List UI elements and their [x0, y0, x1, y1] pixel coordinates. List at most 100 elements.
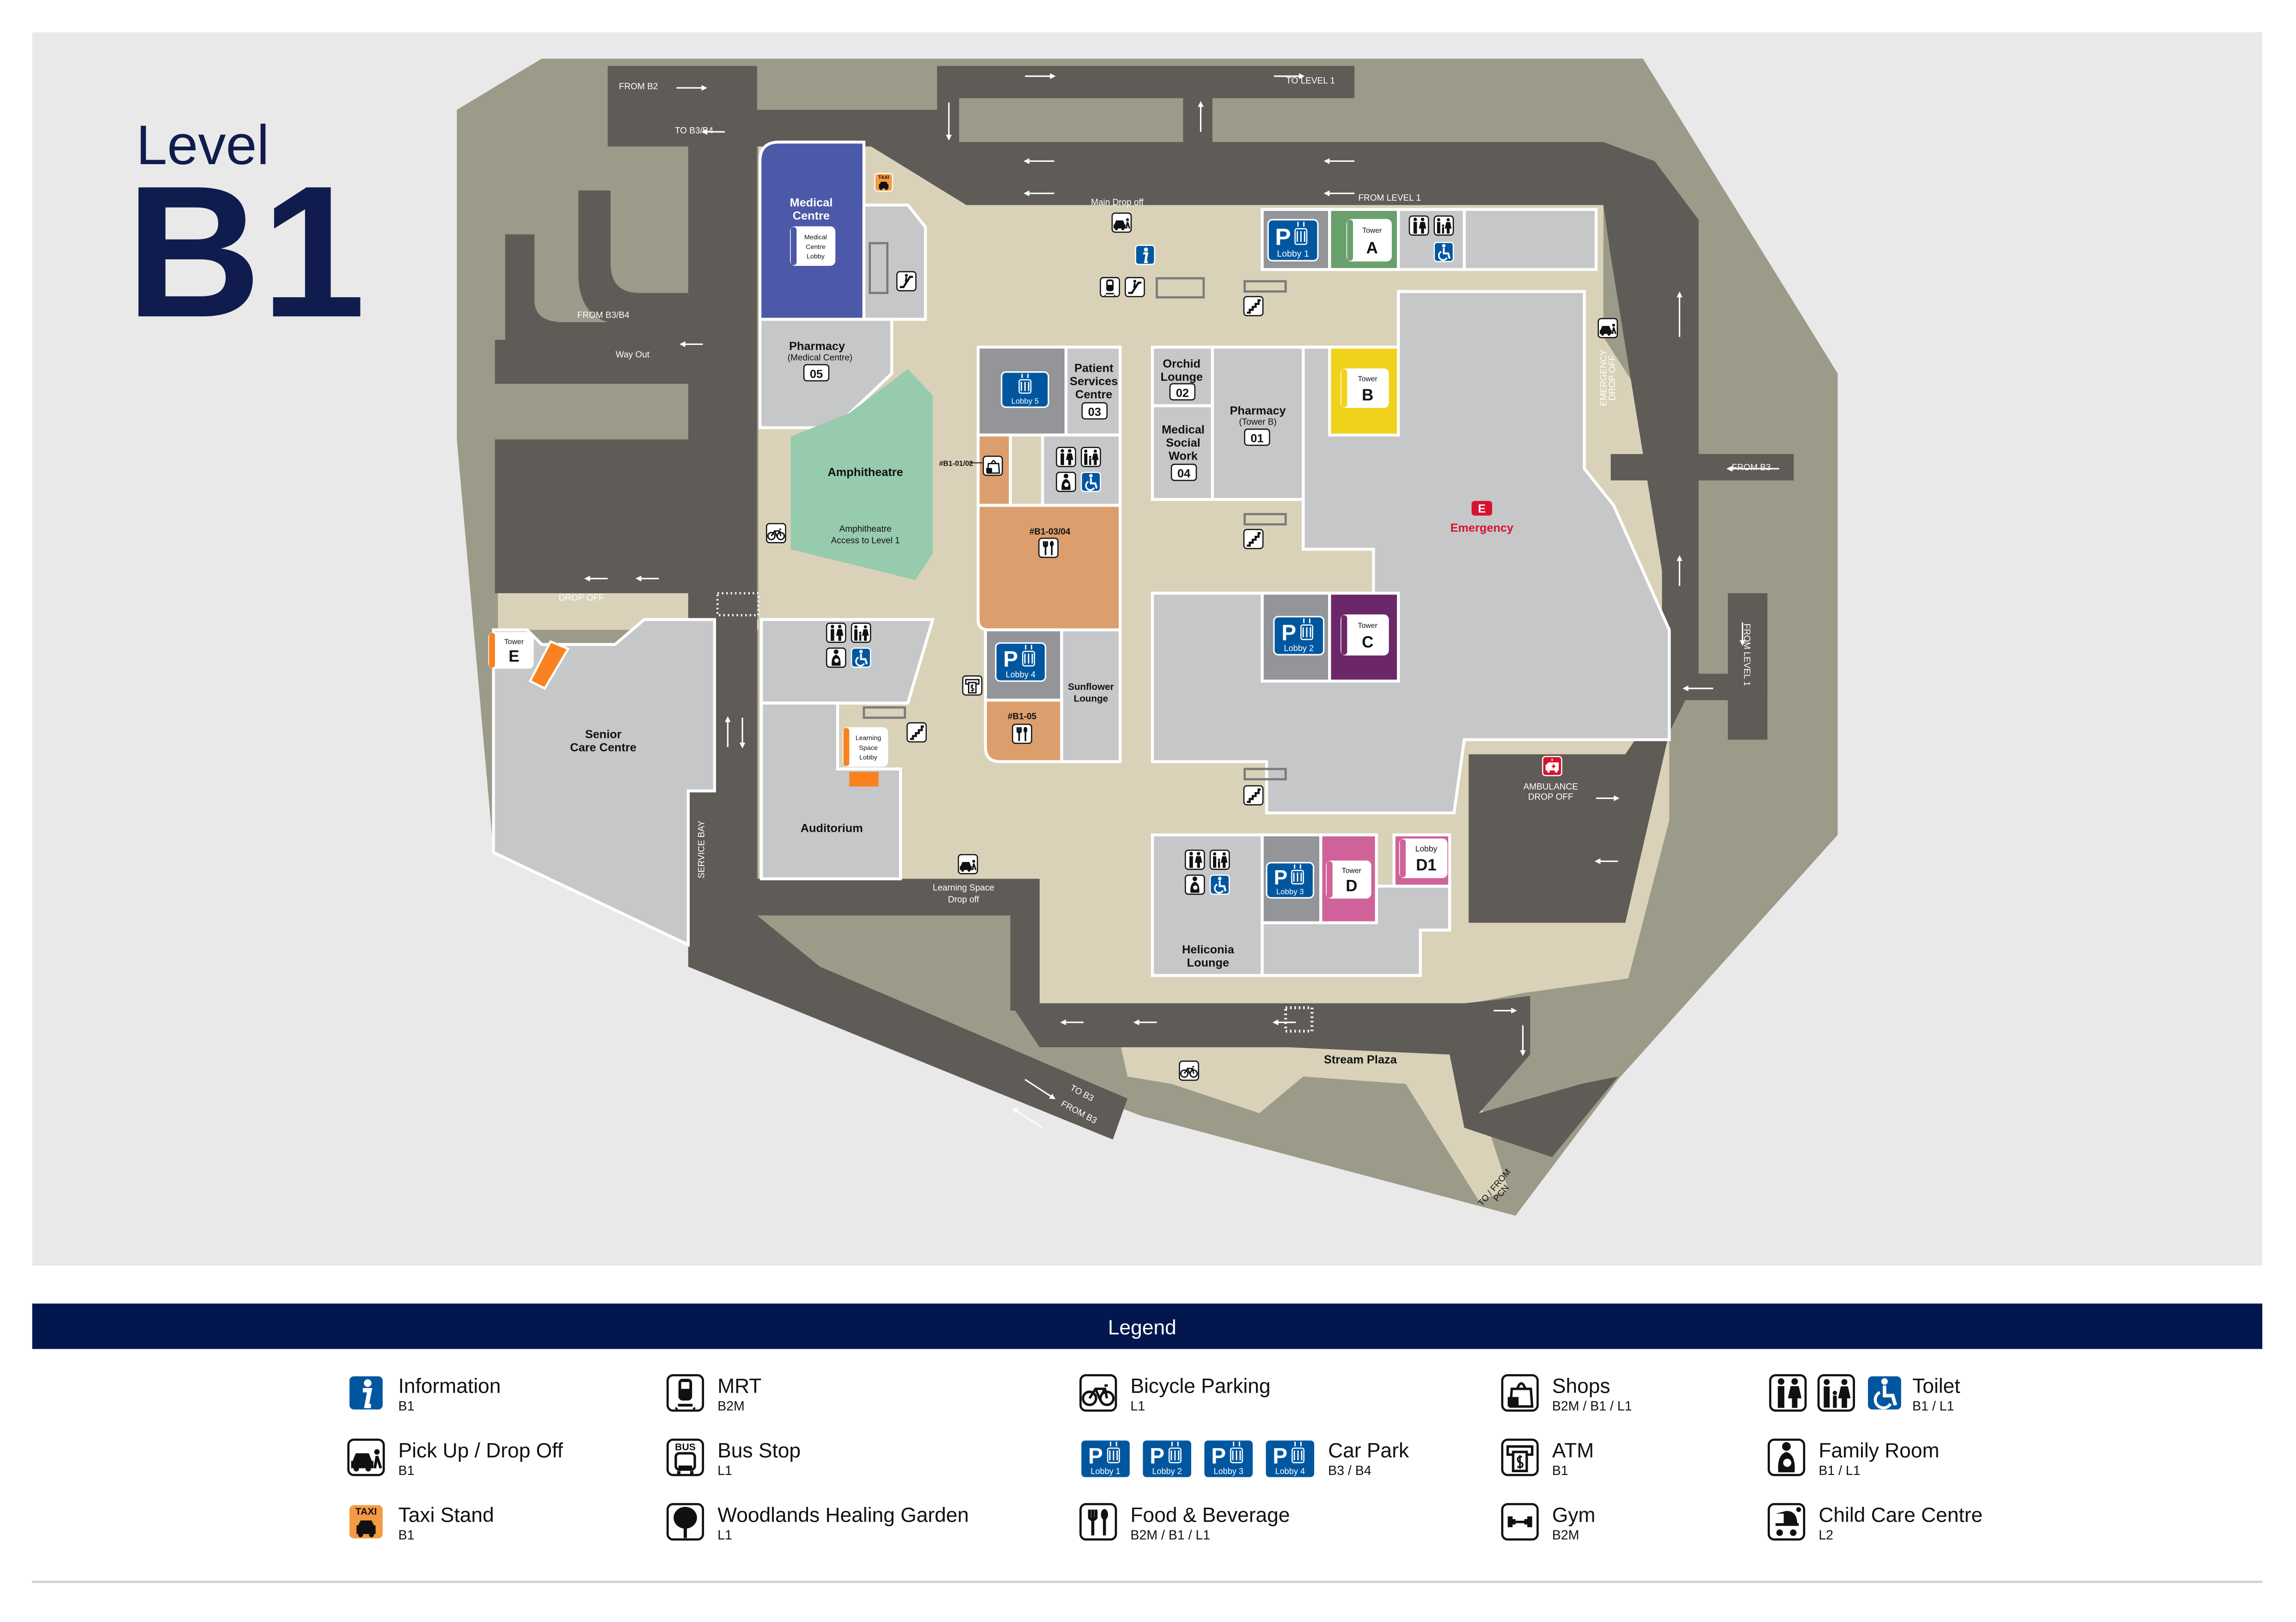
pickup-dropoff-icon: [1598, 318, 1618, 338]
legend-item-levels: B2M / B1 / L1: [1130, 1528, 1210, 1542]
legend-item-levels: B3 / B4: [1328, 1463, 1371, 1478]
tower-letter: C: [1362, 633, 1373, 651]
legend-item-name: MRT: [717, 1375, 761, 1398]
label-pharmacy-medical: Pharmacy(Medical Centre): [788, 340, 852, 362]
lobby-label: Lobby 5: [1011, 397, 1039, 406]
legend-header-bar: [32, 1303, 2263, 1349]
label-to-level1: TO LEVEL 1: [1286, 76, 1335, 86]
legend-item-levels: B2M: [1552, 1528, 1580, 1542]
legend-item-name: Pick Up / Drop Off: [398, 1439, 563, 1462]
legend-item-levels: B2M / B1 / L1: [1552, 1399, 1632, 1414]
legend-item-levels: B1: [398, 1528, 415, 1542]
pickup-dropoff-icon: [347, 1438, 385, 1476]
bicycle-icon: [1179, 1060, 1200, 1081]
lobby-label: Lobby 3: [1213, 1467, 1243, 1476]
label-unit-b1-05: #B1-05: [1008, 712, 1037, 721]
label-auditorium: Auditorium: [801, 822, 863, 835]
bus-icon: BUS: [666, 1438, 704, 1476]
road-arrow: [1024, 1079, 1056, 1100]
road-arrow: [1012, 1108, 1043, 1129]
label-drop-off: DROP OFF: [559, 593, 604, 603]
parking-letter: P: [1275, 223, 1291, 250]
legend-item-name: Shops: [1552, 1375, 1610, 1398]
legend-item-name: Gym: [1552, 1504, 1596, 1526]
map-icons: TAXI E: [766, 173, 1618, 1081]
mrt-icon: [666, 1374, 704, 1412]
parking-letter: P: [1150, 1444, 1164, 1468]
lift-icon: [1230, 1442, 1243, 1463]
label-from-level1-right: FROM LEVEL 1: [1742, 623, 1751, 686]
legend-title: Legend: [1108, 1316, 1176, 1339]
room-numbers: 05 03 02 04 01: [803, 364, 1270, 481]
legend-item-levels: B1: [398, 1399, 415, 1414]
stroller-icon: [1768, 1503, 1806, 1541]
parking-letter: P: [1281, 621, 1296, 645]
nursing-room-icon: [1185, 874, 1205, 895]
label-unit-b1-0102: #B1-01/02: [939, 460, 974, 467]
legend-item-name: Toilet: [1912, 1375, 1960, 1398]
family-toilet-icon: [851, 622, 871, 643]
tower-word: Tower: [504, 638, 524, 646]
level-code: B1: [126, 147, 365, 356]
label-main-dropoff: Main Drop off: [1091, 198, 1144, 208]
lobby-word: Lobby: [807, 253, 825, 260]
atm-icon: [1501, 1438, 1539, 1476]
lift-icon: [1107, 1442, 1120, 1463]
label-way-out: Way Out: [616, 350, 650, 360]
road-arrows: [584, 73, 1779, 1129]
legend-item-levels: L1: [1130, 1399, 1145, 1414]
label-stream-plaza: Stream Plaza: [1324, 1053, 1397, 1066]
toilet-icon: [1769, 1374, 1807, 1412]
label-from-b3b4: FROM B3/B4: [577, 310, 630, 320]
emergency-badge: E: [1471, 501, 1492, 516]
label-from-level1-top: FROM LEVEL 1: [1358, 193, 1421, 203]
nursing-room-icon: [1056, 472, 1076, 492]
lift-icon: [1022, 645, 1035, 667]
legend-item-levels: B1: [1552, 1463, 1568, 1478]
escalator-icon: [896, 271, 917, 292]
lobby-word: Lobby: [859, 754, 878, 761]
stairs-icon: [1243, 296, 1264, 316]
label-unit-b1-0304: #B1-03/04: [1029, 527, 1071, 537]
lobby-label: Lobby 3: [1276, 887, 1304, 896]
stairs-icon: [906, 722, 927, 743]
legend-item-name: Bus Stop: [717, 1439, 801, 1462]
lobby-word: Centre: [806, 244, 826, 251]
lobby-word: Space: [859, 744, 877, 752]
legend-item-name: Information: [398, 1375, 501, 1398]
parking-letter: P: [1003, 647, 1018, 672]
lobby-label: Lobby 2: [1284, 644, 1314, 653]
tower-word: Learning: [856, 735, 881, 742]
accessible-toilet-icon: [1081, 472, 1101, 492]
bicycle-icon: [766, 523, 786, 543]
icon-lettering: TAXI: [355, 1506, 377, 1517]
stream-plaza-area: [1113, 1010, 1508, 1201]
escalator-icon: [1125, 277, 1145, 297]
gym-icon: [1501, 1503, 1539, 1541]
legend-item-levels: L1: [717, 1528, 732, 1542]
toilet-icon: [826, 622, 846, 643]
icon-lettering: BUS: [675, 1442, 696, 1453]
legend-item-name: Bicycle Parking: [1130, 1375, 1270, 1398]
taxi-icon: TAXI: [347, 1503, 385, 1541]
lobby-label: Lobby 1: [1277, 249, 1309, 259]
legend-item-name: Taxi Stand: [398, 1504, 494, 1526]
icon-lettering: TAXI: [878, 175, 889, 180]
pickup-dropoff-icon: [958, 854, 978, 874]
legend-item-name: Child Care Centre: [1818, 1504, 1983, 1526]
label-amphitheatre: Amphitheatre: [828, 466, 903, 479]
